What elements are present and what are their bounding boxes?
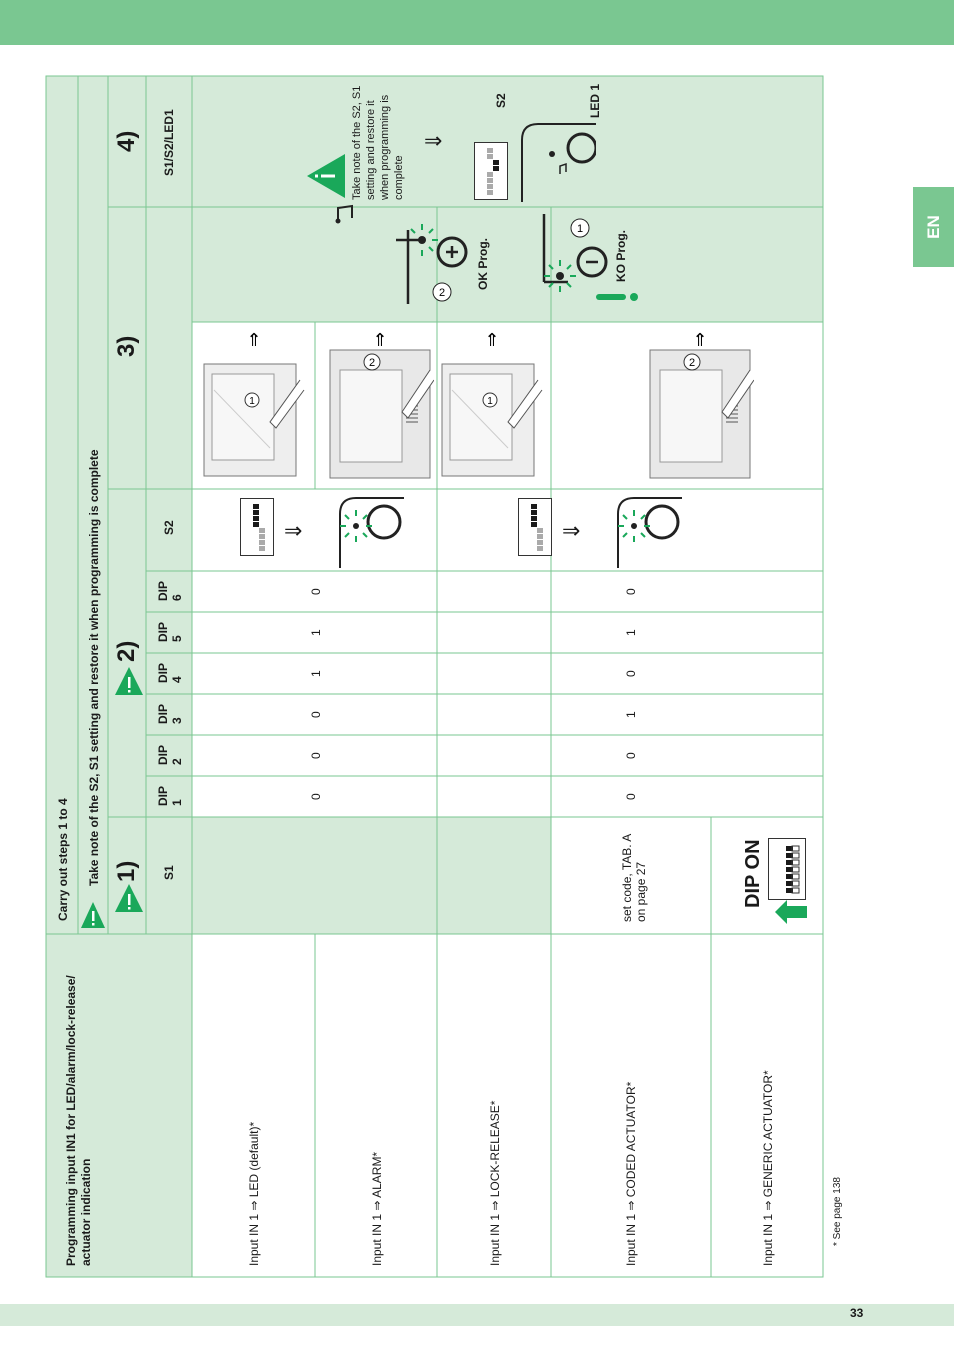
bottom-band: [0, 1304, 954, 1326]
dip-value: 1: [624, 711, 638, 718]
led-blink-icon: [339, 497, 404, 568]
svg-text:1: 1: [487, 396, 493, 407]
dip-value: 0: [624, 793, 638, 800]
dip-switch-icon: [474, 142, 508, 200]
step-1: 1): [113, 860, 140, 882]
row-alarm: Input IN 1 ⇒ ALARM*: [370, 1151, 384, 1266]
step-3: 3): [113, 335, 140, 357]
svg-text:⇑: ⇑: [372, 330, 387, 351]
hand-pointer-icon: [775, 900, 807, 924]
step-4: 4): [113, 130, 140, 152]
language-tab: EN: [913, 187, 954, 267]
row-coded-actuator: Input IN 1 ⇒ CODED ACTUATOR*: [624, 1081, 638, 1266]
step-header-shade: [108, 76, 823, 207]
page-number: 33: [850, 1306, 864, 1320]
dip-switch-icon: [518, 498, 552, 556]
dip-value: 0: [624, 670, 638, 677]
device-press-button-1: ⇑ 1: [203, 330, 305, 477]
step-2: 2): [113, 640, 140, 662]
take-note-text: Take note of the S2, S1 setting and rest…: [87, 449, 101, 886]
dip-value: 0: [309, 588, 323, 595]
dip-on-label: DIP ON: [742, 839, 764, 908]
col-s1s2led1: S1/S2/LED1: [162, 109, 176, 176]
arrow-icon: ⇒: [562, 518, 581, 543]
table-title: Programming input IN1 for LED/alarm/lock…: [64, 975, 93, 1266]
result-shade: [192, 207, 823, 322]
dip-value: 0: [309, 752, 323, 759]
row-led: Input IN 1 ⇒ LED (default)*: [247, 1121, 261, 1266]
led1-icon: [521, 123, 596, 202]
dip-value: 0: [309, 793, 323, 800]
col-s2: S2: [162, 520, 176, 535]
svg-text:1: 1: [249, 396, 255, 407]
device-press-button-1: ⇑ 1: [441, 330, 543, 477]
svg-text:2: 2: [689, 357, 695, 369]
alert-icon: [596, 293, 638, 301]
dip-value: 1: [309, 629, 323, 636]
arrow-icon: ⇒: [424, 128, 443, 153]
dip-value: 0: [309, 711, 323, 718]
svg-text:⇑: ⇑: [484, 330, 499, 351]
footnote: * See page 138: [832, 1177, 843, 1246]
s2-label: S2: [494, 93, 508, 108]
dip-switch-icon: [240, 498, 274, 556]
step1-shade: [108, 817, 146, 934]
top-band: [0, 0, 954, 45]
arrow-icon: ⇒: [284, 518, 303, 543]
dip-value: 0: [624, 752, 638, 759]
music-note-icon: [335, 204, 353, 224]
led1-label: LED 1: [588, 83, 602, 118]
warning-icon: [115, 667, 143, 695]
device-press-button-2: ⇑ 2: [329, 330, 434, 479]
svg-text:2: 2: [439, 287, 445, 299]
device-press-button-2: ⇑ 2: [649, 330, 754, 479]
dip-value: 1: [624, 629, 638, 636]
warning-icon: [81, 902, 105, 928]
s1-shade: [192, 817, 551, 934]
svg-text:2: 2: [369, 357, 375, 369]
svg-text:⇑: ⇑: [692, 330, 707, 351]
svg-text:1: 1: [577, 223, 583, 235]
carry-out-text: Carry out steps 1 to 4: [56, 798, 70, 921]
row-lock-release: Input IN 1 ⇒ LOCK-RELEASE*: [488, 1100, 502, 1266]
led-blink-icon: [617, 497, 682, 568]
warning-icon: [307, 154, 345, 198]
row-generic-actuator: Input IN 1 ⇒ GENERIC ACTUATOR*: [761, 1070, 775, 1266]
svg-text:⇑: ⇑: [246, 330, 261, 351]
dip-switch-icon: [768, 838, 806, 900]
ok-prog-led-icon: 2: [396, 224, 468, 304]
warning-icon: [115, 884, 143, 912]
ok-prog-label: OK Prog.: [476, 237, 490, 290]
dip-value: 1: [309, 670, 323, 677]
col-s1: S1: [162, 865, 176, 880]
dip-value: 0: [624, 588, 638, 595]
ko-prog-label: KO Prog.: [614, 229, 628, 282]
ko-prog-led-icon: 1: [542, 214, 608, 292]
